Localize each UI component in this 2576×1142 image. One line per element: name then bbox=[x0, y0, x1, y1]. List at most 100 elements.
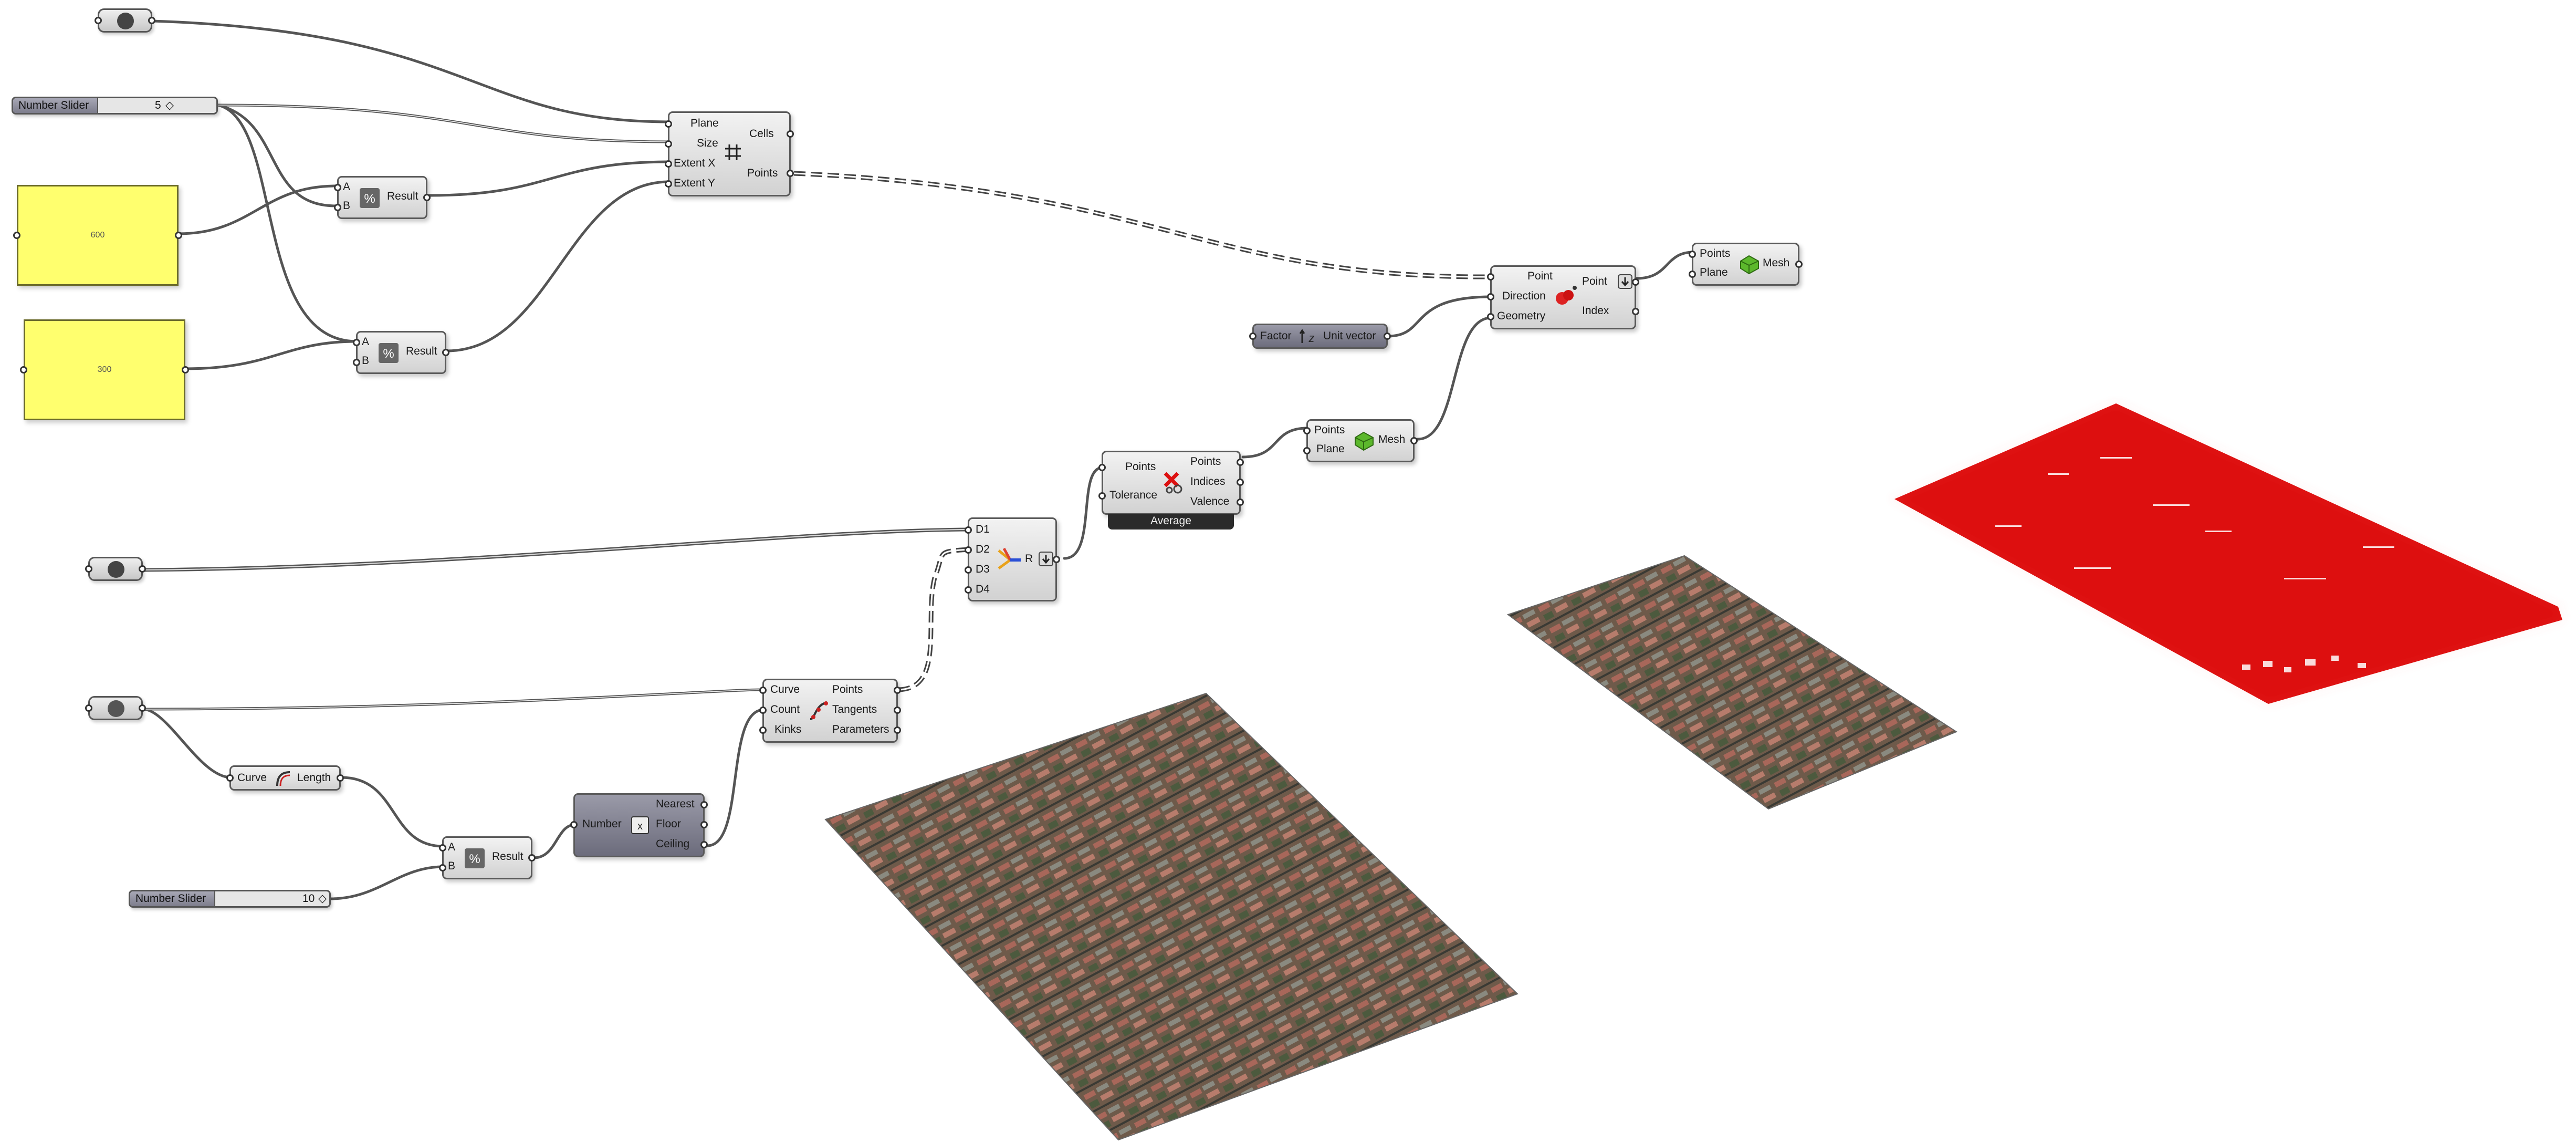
output-result: Result bbox=[387, 190, 418, 202]
wire bbox=[184, 340, 359, 370]
output-indices: Indices bbox=[1190, 475, 1226, 487]
division-component-1[interactable]: A B Result % bbox=[334, 176, 431, 219]
output-length: Length bbox=[297, 772, 331, 784]
input-points: Points bbox=[1700, 247, 1731, 259]
division-component-2[interactable]: A B Result % bbox=[353, 331, 449, 374]
divide-curve-icon bbox=[810, 701, 828, 720]
wire bbox=[428, 160, 671, 197]
svg-text:%: % bbox=[469, 852, 480, 866]
output-r: R bbox=[1025, 553, 1033, 565]
wire bbox=[216, 103, 359, 343]
output-ceiling: Ceiling bbox=[656, 838, 690, 850]
output-parameters: Parameters bbox=[832, 723, 889, 735]
grid-icon bbox=[725, 144, 741, 160]
cull-duplicates-component[interactable]: Points Tolerance Points Indices Valence bbox=[1098, 451, 1244, 515]
project-point-icon bbox=[1556, 286, 1577, 305]
wire bbox=[340, 776, 445, 848]
mesh-icon bbox=[1740, 255, 1759, 275]
input-plane: Plane bbox=[1316, 443, 1345, 455]
wire bbox=[706, 708, 766, 847]
division-icon: % bbox=[379, 343, 399, 363]
input-count: Count bbox=[770, 703, 800, 715]
input-d1: D1 bbox=[976, 523, 990, 535]
vector-z-icon: z bbox=[1299, 329, 1315, 345]
merge-icon bbox=[998, 547, 1021, 570]
delaunay-mesh-component-top[interactable]: Points Plane Mesh bbox=[1689, 243, 1803, 286]
close-icon bbox=[117, 13, 134, 29]
terrain-mesh-large bbox=[824, 692, 1519, 1141]
number-slider-top[interactable]: Number Slider 5 ◇ bbox=[12, 97, 218, 115]
red-point-mesh bbox=[1892, 402, 2563, 705]
curve-param-bottom[interactable] bbox=[85, 696, 146, 720]
slider-label: Number Slider bbox=[13, 98, 98, 113]
length-icon bbox=[276, 771, 290, 786]
square-grid-component[interactable]: Plane Size Extent X Extent Y Cells Point… bbox=[665, 111, 794, 196]
input-a: A bbox=[362, 336, 370, 348]
division-icon: % bbox=[465, 848, 485, 868]
unit-z-component[interactable]: Factor Unit vector z bbox=[1249, 324, 1391, 349]
curve-param-icon bbox=[108, 700, 124, 717]
flatten-icon[interactable] bbox=[1618, 274, 1632, 289]
output-result: Result bbox=[492, 850, 523, 863]
input-curve: Curve bbox=[770, 683, 800, 695]
output-tangents: Tangents bbox=[832, 703, 877, 715]
merge-component[interactable]: D1 D2 D3 D4 R bbox=[965, 517, 1060, 601]
output-mesh: Mesh bbox=[1378, 433, 1406, 445]
input-plane: Plane bbox=[690, 117, 719, 129]
input-a: A bbox=[448, 841, 456, 853]
input-b: B bbox=[448, 860, 456, 872]
output-mesh: Mesh bbox=[1763, 257, 1790, 269]
input-a: A bbox=[343, 181, 351, 193]
wire bbox=[1416, 316, 1493, 441]
output-cells: Cells bbox=[749, 128, 774, 140]
input-extent-x: Extent X bbox=[674, 157, 716, 169]
round-icon: x bbox=[631, 816, 649, 834]
number-slider-bottom[interactable]: Number Slider 10 ◇ bbox=[129, 890, 331, 908]
output-points: Points bbox=[747, 167, 778, 179]
divide-curve-component[interactable]: Curve Count Kinks Points Tangents Parame… bbox=[759, 679, 901, 743]
slider-handle-icon[interactable]: ◇ bbox=[318, 892, 327, 905]
slider-label: Number Slider bbox=[130, 891, 215, 906]
wire bbox=[177, 184, 338, 235]
round-component[interactable]: Number Nearest Floor Ceiling x bbox=[570, 793, 708, 857]
wire bbox=[151, 19, 671, 123]
division-component-3[interactable]: A B Result % bbox=[439, 836, 536, 879]
input-geometry: Geometry bbox=[1497, 310, 1546, 322]
close-icon bbox=[108, 561, 124, 578]
wire bbox=[329, 865, 445, 900]
curve-param-mid[interactable] bbox=[85, 557, 146, 581]
panel-text: 600 bbox=[90, 231, 105, 240]
curve-length-component[interactable]: Curve Length bbox=[226, 765, 344, 791]
output-points: Points bbox=[832, 683, 863, 695]
wire bbox=[1241, 427, 1309, 459]
panel-600[interactable]: 600 bbox=[13, 185, 182, 286]
cull-mode-label[interactable]: Average bbox=[1108, 514, 1234, 530]
slider-value: 5 bbox=[155, 99, 161, 111]
flatten-icon[interactable] bbox=[1039, 552, 1053, 566]
slider-handle-icon[interactable]: ◇ bbox=[165, 99, 174, 111]
project-point-component[interactable]: Point Direction Geometry Point Index bbox=[1487, 265, 1639, 329]
panel-text: 300 bbox=[97, 365, 112, 374]
input-extent-y: Extent Y bbox=[674, 177, 715, 189]
output-point: Point bbox=[1582, 275, 1607, 287]
output-result: Result bbox=[406, 345, 437, 357]
wire bbox=[1635, 251, 1695, 280]
input-b: B bbox=[362, 355, 370, 367]
input-curve: Curve bbox=[237, 772, 267, 784]
svg-text:x: x bbox=[637, 821, 643, 832]
curve-param-top[interactable] bbox=[95, 8, 155, 33]
input-d3: D3 bbox=[976, 563, 990, 575]
output-index: Index bbox=[1582, 305, 1609, 317]
output-nearest: Nearest bbox=[656, 798, 695, 810]
wire bbox=[1386, 295, 1493, 338]
wire bbox=[216, 103, 338, 207]
delaunay-mesh-component-mid[interactable]: Points Plane Mesh bbox=[1303, 419, 1418, 462]
wire bbox=[532, 823, 577, 859]
mesh-icon bbox=[1355, 431, 1374, 451]
panel-300[interactable]: 300 bbox=[20, 319, 189, 420]
input-points: Points bbox=[1125, 461, 1156, 473]
wire bbox=[141, 708, 233, 779]
output-points: Points bbox=[1190, 455, 1221, 468]
wire bbox=[445, 180, 671, 352]
